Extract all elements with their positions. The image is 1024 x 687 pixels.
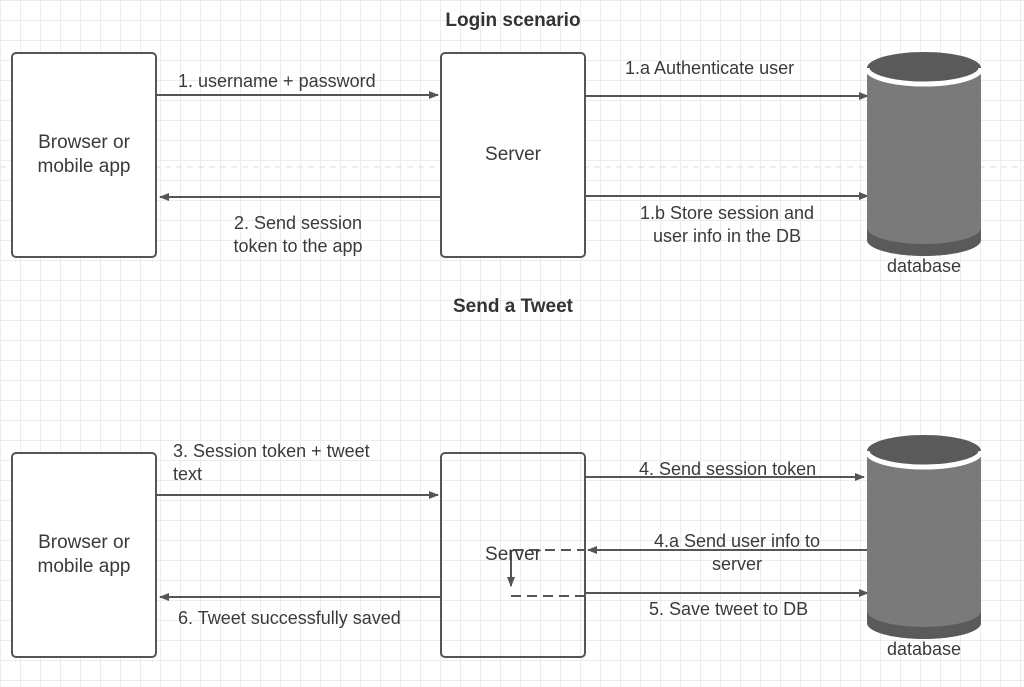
client-box-tweet: Browser or mobile app: [11, 452, 157, 658]
arrow-2-label: 2. Send session token to the app: [233, 213, 363, 256]
client-box-login: Browser or mobile app: [11, 52, 157, 258]
arrow-6-label: 6. Tweet successfully saved: [178, 608, 401, 628]
database-label: database: [886, 256, 962, 276]
database-icon: [864, 52, 984, 256]
arrow-1-label: 1. username + password: [178, 71, 376, 91]
send-tweet-title: Send a Tweet: [452, 296, 574, 317]
client-box-label: Browser or mobile app: [37, 532, 131, 577]
arrow-5-label: 5. Save tweet to DB: [649, 599, 809, 619]
arrow-1a-label: 1.a Authenticate user: [625, 58, 795, 78]
client-box-label: Browser or mobile app: [37, 132, 131, 177]
arrow-4a-label: 4.a Send user info to server: [653, 531, 821, 574]
arrow-1b-label: 1.b Store session and user info in the D…: [639, 203, 815, 246]
login-scenario-title: Login scenario: [445, 10, 581, 31]
server-box-login: Server: [440, 52, 586, 258]
database-icon: [864, 435, 984, 639]
database-label: database: [886, 639, 962, 659]
server-box-label: Server: [485, 144, 541, 165]
server-box-tweet: Server: [440, 452, 586, 658]
server-box-label: Server: [485, 544, 541, 565]
arrow-3-label: 3. Session token + tweet text: [173, 441, 370, 484]
arrow-4-label: 4. Send session token: [639, 459, 817, 479]
